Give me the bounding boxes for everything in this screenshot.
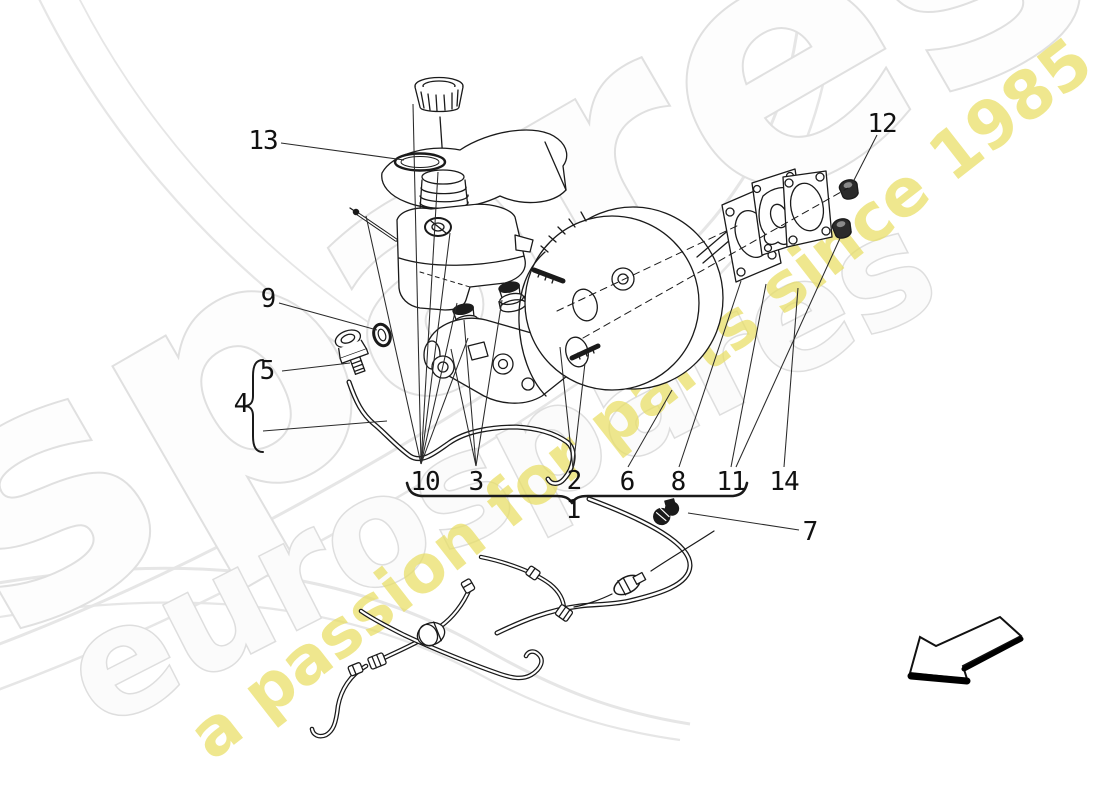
callout-10: 10 <box>410 467 440 497</box>
callout-6: 6 <box>619 467 636 497</box>
servo-gasket-drawing <box>782 170 833 248</box>
brake-fluid-reservoir-drawing <box>349 169 534 311</box>
callout-2: 2 <box>566 466 583 496</box>
callout-13: 13 <box>248 126 278 156</box>
reservoir-hose-drawing <box>346 379 576 486</box>
group-bracket-1 <box>405 481 749 505</box>
reservoir-cap-drawing <box>414 76 464 221</box>
hose-clip-drawing <box>653 498 680 526</box>
callout-1: 1 <box>565 495 582 525</box>
callout-11: 11 <box>716 467 746 497</box>
callout-9: 9 <box>260 284 277 314</box>
lower-hose-assembly-drawing <box>309 565 544 739</box>
callout-3: 3 <box>468 467 485 497</box>
callout-5: 5 <box>259 356 276 386</box>
brake-servo-drawing <box>518 206 752 397</box>
sensor-grommet-drawing <box>372 322 392 348</box>
group-brace-4 <box>245 359 264 453</box>
direction-arrow-icon <box>907 615 1024 685</box>
callout-12: 12 <box>867 109 897 139</box>
leader-lines <box>262 103 878 531</box>
callout-8: 8 <box>670 467 687 497</box>
heat-shield-drawing <box>381 129 568 209</box>
callout-14: 14 <box>769 467 799 497</box>
vacuum-hose-drawing <box>478 496 715 636</box>
callout-7: 7 <box>802 517 819 547</box>
fluid-level-sensor-drawing <box>334 329 369 375</box>
callout-4: 4 <box>233 389 250 419</box>
